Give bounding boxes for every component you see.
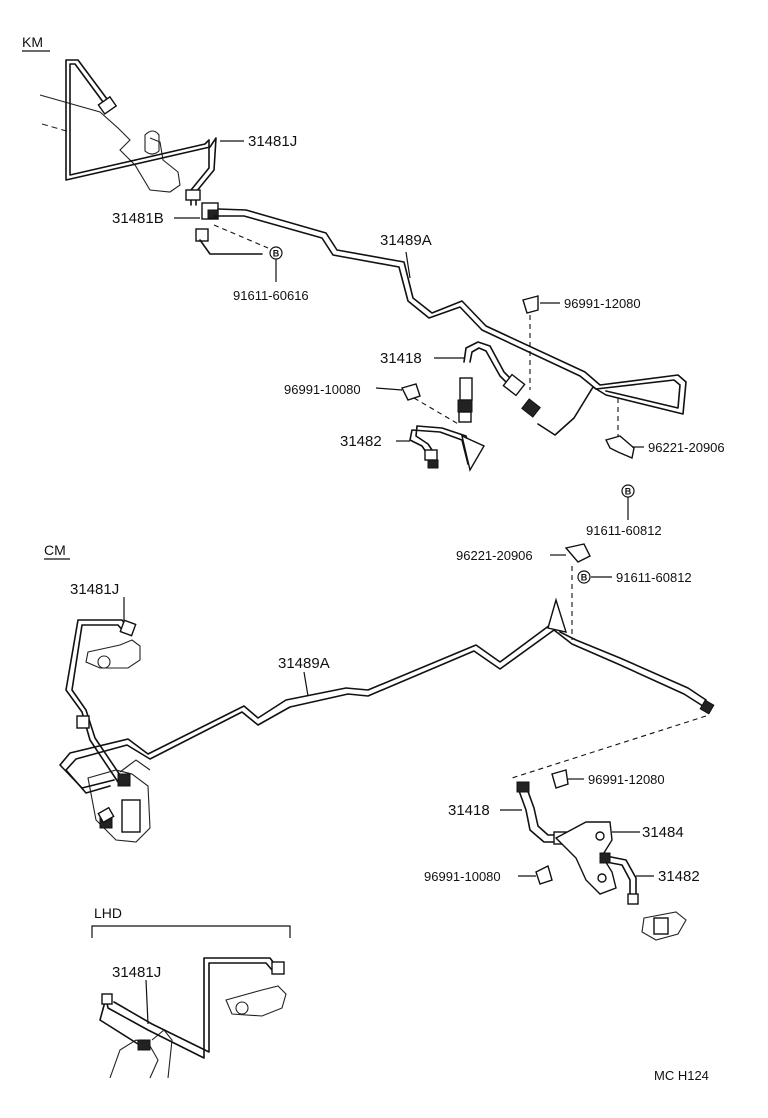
cm-pipe-31489A <box>59 597 715 824</box>
km-hose-31418 <box>457 341 541 423</box>
mid-bolt-marker-a-letter: B <box>625 487 632 497</box>
km-bracket-96221 <box>604 435 635 459</box>
lhd-section-label: LHD <box>94 905 122 921</box>
km-fitting-nut-mid <box>185 189 201 201</box>
cm-hose-31418 <box>516 781 567 845</box>
km-clip-96991-12080 <box>522 295 539 314</box>
cm-clip-96991-10080 <box>535 864 553 885</box>
label-31481J-km: 31481J <box>248 133 297 150</box>
label-91611-60812-b: 91611-60812 <box>616 570 692 585</box>
km-dash-clip-lower <box>413 397 461 426</box>
km-fitting-nut-low <box>195 228 209 242</box>
label-31484: 31484 <box>642 824 684 841</box>
km-union-body <box>207 209 219 219</box>
cm-master-cylinder-upper <box>85 639 141 669</box>
lhd-master-cylinder <box>225 985 287 1017</box>
label-91611-60616: 91611-60616 <box>233 288 309 303</box>
km-body-outline <box>39 94 181 193</box>
label-31482-km: 31482 <box>340 433 382 450</box>
leader-96991-10080-km <box>375 387 403 391</box>
lhd-lower-body <box>109 1039 159 1079</box>
cm-dash-to-hose <box>511 715 707 779</box>
lhd-mc-port <box>235 1001 249 1015</box>
label-31489A-km: 31489A <box>380 232 432 249</box>
lhd-pipe-31481J <box>99 957 285 1059</box>
cm-bracket-hole-lower <box>597 873 607 883</box>
label-31481B: 31481B <box>112 210 164 227</box>
km-pipe-31482 <box>409 425 485 472</box>
cm-bracket-96221 <box>564 543 591 563</box>
leader-31489A-km <box>405 251 411 279</box>
cm-release-cylinder <box>641 911 687 941</box>
cm-bracket-hole-upper <box>595 831 605 841</box>
leader-31489A-cm <box>303 671 309 697</box>
km-section-label: KM <box>22 34 43 50</box>
lhd-bracket-line <box>91 925 291 938</box>
km-pipe-31489A <box>213 208 687 436</box>
km-pipe-short <box>199 239 263 255</box>
mid-bolt-marker-b-letter: B <box>581 573 588 583</box>
mid-bolt-marker-b <box>577 570 591 584</box>
km-dash-to-bolt <box>213 224 269 249</box>
cm-pipe-31482 <box>599 852 639 905</box>
cm-pipe-31481J <box>65 619 137 783</box>
label-31418-km: 31418 <box>380 350 422 367</box>
cm-section-label: CM <box>44 542 66 558</box>
label-31489A-cm: 31489A <box>278 655 330 672</box>
mid-callouts: B 91611-60812 96221-20906 B 91611-60812 <box>456 484 692 640</box>
label-91611-60812-a: 91611-60812 <box>586 523 662 538</box>
leader-31481J-lhd <box>145 979 149 1025</box>
cm-lower-assembly <box>87 759 151 843</box>
label-96991-10080-cm: 96991-10080 <box>424 869 501 884</box>
label-31482-cm: 31482 <box>658 868 700 885</box>
km-bolt-marker-letter: B <box>273 249 280 259</box>
cm-release-body <box>653 917 669 935</box>
km-pipe-31481J <box>65 59 217 206</box>
label-31481J-lhd: 31481J <box>112 964 161 981</box>
label-96991-12080-cm: 96991-12080 <box>588 772 665 787</box>
cm-clip-96991-12080 <box>551 769 569 789</box>
figure-code: MC H124 <box>654 1068 709 1083</box>
label-96221-20906-km: 96221-20906 <box>648 440 725 455</box>
label-96221-20906-cm: 96221-20906 <box>456 548 533 563</box>
km-clip-96991-10080 <box>400 383 421 401</box>
cm-mc-port <box>97 655 111 669</box>
label-96991-12080-km: 96991-12080 <box>564 296 641 311</box>
label-31418-cm: 31418 <box>448 802 490 819</box>
km-fitting-nut-top <box>97 95 118 115</box>
km-reservoir <box>144 130 160 155</box>
cm-section: CM <box>44 542 715 941</box>
label-96991-10080-km: 96991-10080 <box>284 382 361 397</box>
lhd-section: LHD 31481J <box>91 905 291 1079</box>
km-section: KM <box>22 34 725 472</box>
label-31481J-cm: 31481J <box>70 581 119 598</box>
